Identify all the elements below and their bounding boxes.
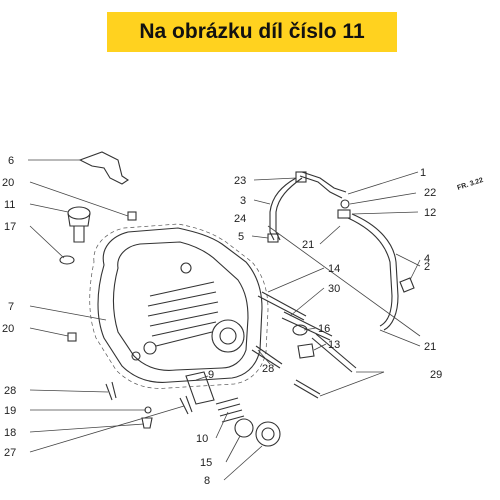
callout: 27 (4, 447, 16, 459)
breather-hose (269, 177, 297, 241)
callout: 20 (2, 177, 14, 189)
callout: 14 (328, 263, 340, 275)
breather-pipe (299, 175, 343, 199)
callout: 19 (4, 405, 16, 417)
callout: 28 (262, 363, 274, 375)
callout: 7 (8, 301, 14, 313)
gasket-outline (89, 223, 269, 389)
callouts: 6 20 11 17 7 20 28 19 18 27 9 10 15 8 23… (2, 155, 442, 487)
callout: 20 (2, 323, 14, 335)
oil-pipe (347, 217, 393, 327)
drain-boss (143, 341, 157, 355)
callout: 10 (196, 433, 208, 445)
part-number-banner: Na obrázku díl číslo 11 (107, 12, 397, 52)
pipe-clip (399, 277, 415, 293)
banjo-washer (340, 199, 350, 209)
cover-boss (211, 319, 245, 353)
cover-boss-center (219, 327, 237, 345)
callout: 12 (424, 207, 436, 219)
callout: 13 (328, 339, 340, 351)
hose-clamp (295, 171, 307, 183)
spring (215, 397, 245, 423)
callout: 11 (4, 199, 15, 211)
callout: 24 (234, 213, 246, 225)
dowel-pin (67, 332, 77, 342)
oil-filler-cap (67, 206, 91, 243)
callout: 22 (424, 187, 436, 199)
callout: 8 (204, 475, 210, 487)
drain-plug (255, 421, 281, 447)
callout: 6 (8, 155, 14, 167)
mount-hole (131, 351, 141, 361)
callout: 16 (318, 323, 330, 335)
cover-bolts (105, 291, 357, 415)
banjo-bolt (337, 209, 351, 219)
callout: 4 (424, 253, 430, 265)
callout: 15 (200, 457, 212, 469)
cover-inner-rim (113, 241, 249, 371)
corner-mark: FR. 3.22 (456, 177, 484, 192)
plug-cap (297, 343, 315, 359)
callout: 30 (328, 283, 340, 295)
callout: 18 (4, 427, 16, 439)
o-ring (59, 255, 75, 265)
seal-ring (292, 324, 308, 336)
callout: 28 (4, 385, 16, 397)
mount-hole (180, 262, 192, 274)
callout: 29 (430, 369, 442, 381)
callout: 5 (238, 231, 244, 243)
callout: 9 (208, 369, 214, 381)
callout: 1 (420, 167, 426, 179)
callout: 21 (424, 341, 436, 353)
drain-screw (141, 417, 153, 429)
bracket-part (78, 151, 129, 185)
o-ring (234, 418, 254, 438)
callout: 17 (4, 221, 16, 233)
clutch-cover-outline (97, 227, 263, 383)
banner-text: Na obrázku díl číslo 11 (139, 20, 365, 43)
callout: 3 (240, 195, 246, 207)
filter-sleeve (185, 371, 215, 405)
callout: 2 (424, 261, 430, 273)
dowel-pin (127, 211, 137, 221)
leader-lines (28, 159, 421, 481)
callout: 23 (234, 175, 246, 187)
cover-ribs (147, 281, 219, 347)
callout: 21 (302, 239, 314, 251)
